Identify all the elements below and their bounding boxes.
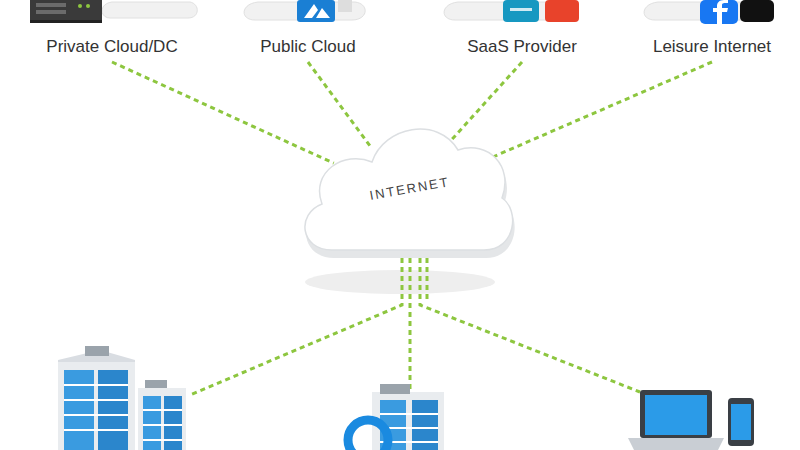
saas-icon — [444, 0, 579, 22]
dashed-link — [112, 62, 334, 163]
cloud-shadow — [305, 270, 495, 294]
site-links — [190, 258, 640, 395]
site-label-box: Leisure Internet — [649, 35, 775, 59]
dashed-link — [308, 62, 370, 146]
headquarters-icon — [58, 346, 186, 450]
internet-cloud: INTERNET — [290, 112, 518, 272]
site-label: Leisure Internet — [649, 35, 775, 59]
site-label: Public Cloud — [256, 35, 359, 59]
site-label-box: Public Cloud — [256, 35, 359, 59]
dashed-link — [444, 62, 522, 148]
private-cloud-icon — [30, 0, 197, 23]
dashed-link — [476, 62, 712, 164]
remote-user-icon — [628, 390, 754, 450]
site-label: Private Cloud/DC — [42, 35, 181, 59]
leisure-icon — [644, 0, 774, 24]
public-cloud-icon — [244, 0, 365, 22]
site-label: SaaS Provider — [463, 35, 581, 59]
branch-icon — [348, 384, 444, 450]
site-label-box: Private Cloud/DC — [42, 35, 181, 59]
site-label-box: SaaS Provider — [463, 35, 581, 59]
